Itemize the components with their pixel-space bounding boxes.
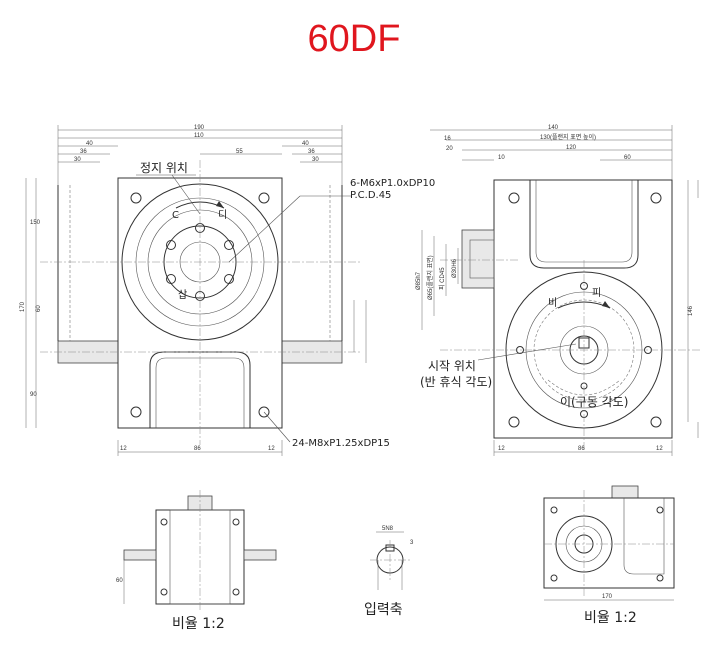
label-sap: 삽 bbox=[178, 289, 187, 301]
dim-150: 150 bbox=[30, 220, 41, 226]
dim-mid-55: 55 bbox=[236, 149, 243, 155]
dim-side-140: 140 bbox=[548, 125, 559, 131]
dim-side-v2: Ø65(플랜지 표면) bbox=[426, 255, 434, 300]
dim-side-20: 20 bbox=[446, 146, 453, 152]
callout-tap-thread: 6-M6xP1.0xDP10 bbox=[350, 178, 435, 189]
dim-bottom-12a: 12 bbox=[120, 446, 127, 452]
label-b: 비 bbox=[548, 297, 557, 309]
caption-scale-right: 비율 1:2 bbox=[584, 610, 637, 626]
dim-right-40: 40 bbox=[302, 141, 309, 147]
front-corner-holes bbox=[130, 192, 270, 418]
dim-side-130: 130(플랜지 표면 높이) bbox=[540, 133, 596, 141]
bottom-left-view: 60 비율 1:2 bbox=[116, 490, 277, 632]
dim-bottom-86: 86 bbox=[194, 446, 201, 452]
dim-side-60: 60 bbox=[624, 155, 631, 161]
label-d: 디 bbox=[218, 209, 227, 221]
label-p: 피 bbox=[592, 287, 601, 299]
side-view: 140 130(플랜지 표면 높이) 16 20 120 10 60 Ø85h7… bbox=[416, 125, 700, 456]
dim-inner-width: 110 bbox=[194, 133, 204, 139]
dim-key-5n8: 5N8 bbox=[382, 526, 394, 532]
dim-side-bottom-12a: 12 bbox=[498, 446, 505, 452]
label-stop-position: 정지 위치 bbox=[140, 161, 188, 175]
dim-bottom-left-60: 60 bbox=[116, 578, 123, 584]
dim-side-v1: Ø85h7 bbox=[416, 271, 422, 290]
dim-bottom-12b: 12 bbox=[268, 446, 275, 452]
label-c: C bbox=[172, 210, 179, 221]
caption-input-shaft: 입력축 bbox=[364, 602, 403, 618]
side-input-shaft-housing bbox=[461, 229, 495, 289]
dim-side-bottom-86: 86 bbox=[578, 446, 585, 452]
dim-side-v3: 피 CD45 bbox=[438, 267, 446, 290]
input-shaft-detail: 5N8 3 입력축 bbox=[364, 526, 414, 618]
dim-bottom-right-170: 170 bbox=[602, 594, 613, 600]
dim-key-3: 3 bbox=[410, 540, 414, 546]
dim-left-36: 36 bbox=[80, 149, 87, 155]
page-title: 60DF bbox=[307, 18, 401, 60]
callout-bottom-thread: 24-M8xP1.25xDP15 bbox=[292, 438, 390, 449]
label-dwell-angle: (반 휴식 각도) bbox=[420, 375, 492, 389]
dim-left-30: 30 bbox=[74, 157, 81, 163]
dim-90: 90 bbox=[30, 392, 37, 398]
dim-right-30: 30 bbox=[312, 157, 319, 163]
dim-side-v4: Ø30H6 bbox=[452, 258, 458, 278]
side-housing bbox=[493, 179, 673, 439]
front-view: 190 110 40 36 30 55 40 36 30 170 150 60 … bbox=[20, 125, 435, 456]
dim-overall-width: 190 bbox=[194, 125, 205, 131]
dim-side-120: 120 bbox=[566, 145, 577, 151]
dim-side-10: 10 bbox=[498, 155, 505, 161]
caption-scale-left: 비율 1:2 bbox=[172, 616, 225, 632]
dim-side-bottom-12b: 12 bbox=[656, 446, 663, 452]
label-start-position: 시작 위치 bbox=[428, 359, 476, 373]
dim-right-36: 36 bbox=[308, 149, 315, 155]
side-top-channel bbox=[529, 180, 639, 269]
dim-side-16: 16 bbox=[444, 136, 451, 142]
bottom-right-view: 170 비율 1:2 bbox=[543, 485, 675, 626]
dim-side-146: 146 bbox=[688, 305, 694, 316]
dim-height-170: 170 bbox=[20, 301, 26, 312]
dim-left-40: 40 bbox=[86, 141, 93, 147]
dim-60: 60 bbox=[36, 305, 42, 312]
bottom-right-housing bbox=[543, 497, 675, 589]
callout-pcd: P.C.D.45 bbox=[350, 190, 391, 201]
label-index-angle: 이(구동 각도) bbox=[560, 395, 628, 409]
